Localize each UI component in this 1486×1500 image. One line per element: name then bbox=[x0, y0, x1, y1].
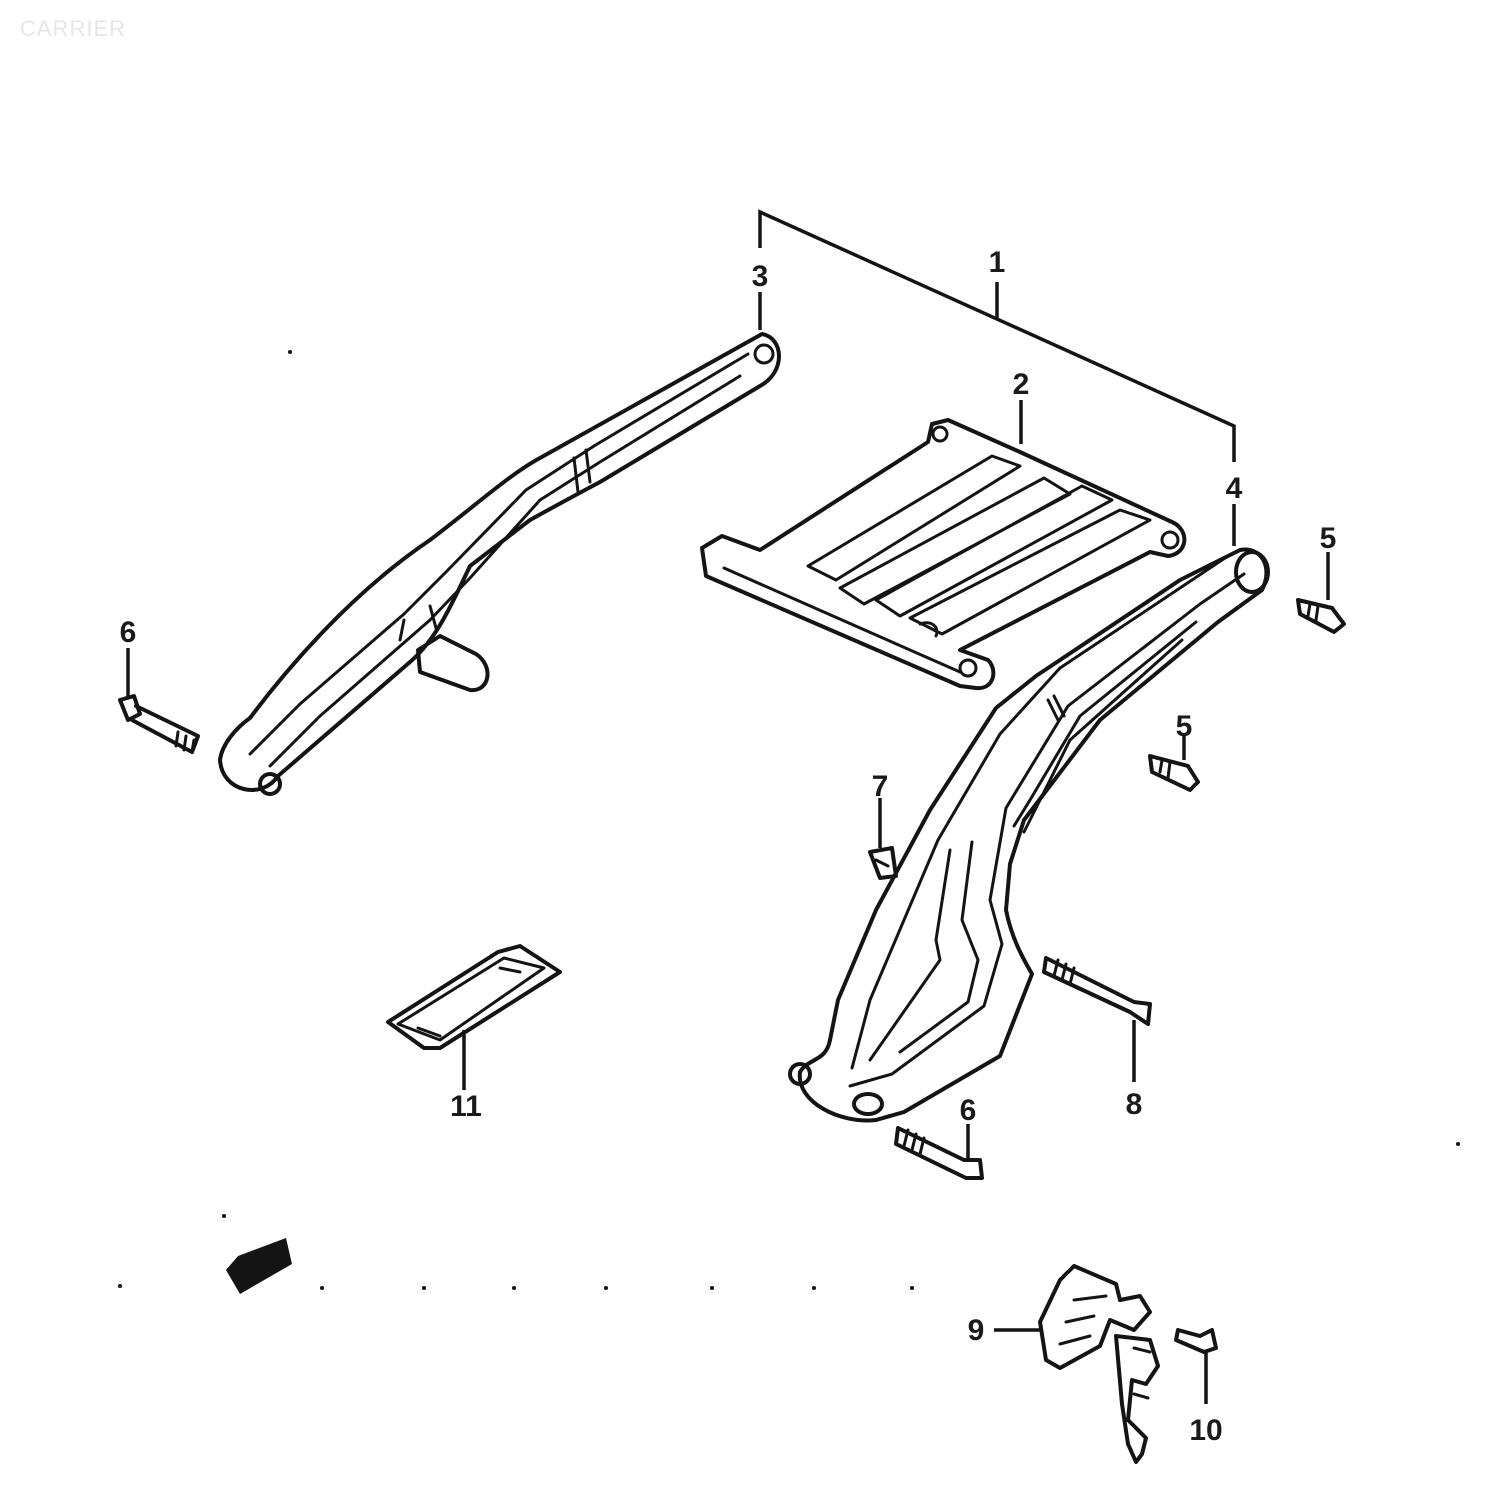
nut-5-upper bbox=[1296, 552, 1346, 634]
callout-10: 10 bbox=[1189, 1414, 1222, 1447]
callout-11: 11 bbox=[450, 1090, 482, 1123]
screw-10 bbox=[1174, 1328, 1218, 1404]
top-grid-panel bbox=[700, 418, 1187, 691]
right-carrier-rail bbox=[788, 547, 1270, 1123]
assembly-bracket-1 bbox=[758, 209, 1236, 462]
callout-6-lower: 6 bbox=[960, 1094, 977, 1127]
front-direction-badge bbox=[226, 1238, 292, 1294]
page-title: CARRIER bbox=[20, 16, 127, 41]
callout-5-middle: 5 bbox=[1176, 710, 1193, 743]
bolt-8 bbox=[1042, 956, 1152, 1082]
callout-7: 7 bbox=[872, 770, 889, 803]
bolt-6-left bbox=[118, 648, 200, 754]
callout-1: 1 bbox=[989, 246, 1006, 279]
reference-dots bbox=[118, 350, 1460, 1290]
callout-6-left: 6 bbox=[120, 616, 137, 649]
callout-5-upper: 5 bbox=[1320, 522, 1337, 555]
bolt-6-lower bbox=[894, 1124, 984, 1180]
callout-3: 3 bbox=[752, 260, 769, 293]
callout-4: 4 bbox=[1226, 472, 1243, 505]
callout-8: 8 bbox=[1126, 1088, 1143, 1121]
strap-11 bbox=[386, 944, 562, 1090]
nut-5-middle bbox=[1148, 736, 1200, 792]
callout-2: 2 bbox=[1013, 368, 1030, 401]
callout-9: 9 bbox=[968, 1314, 985, 1347]
clip-7 bbox=[868, 798, 898, 880]
left-carrier-rail bbox=[218, 332, 781, 796]
lock-9 bbox=[994, 1264, 1160, 1464]
